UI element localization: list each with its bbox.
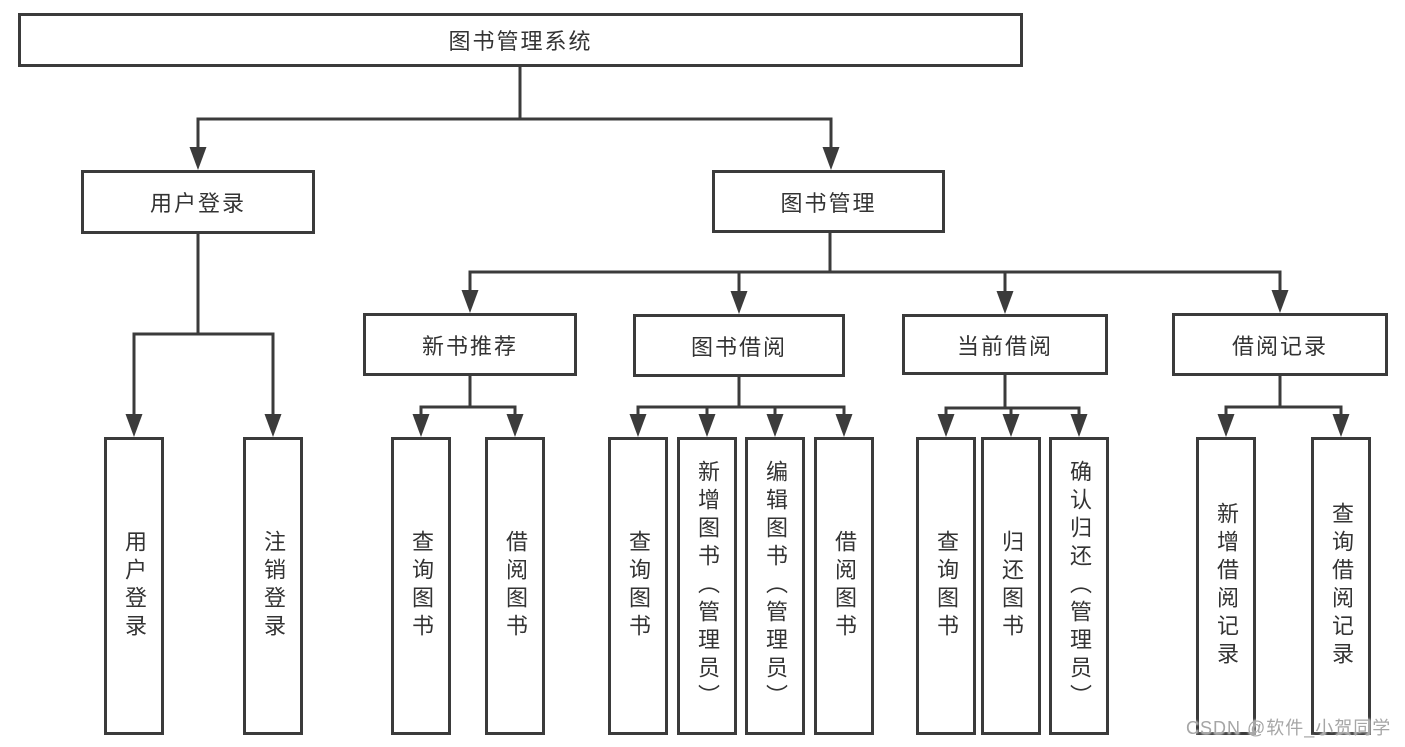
arrowheads-current-borrow — [937, 414, 1088, 437]
node-borrow-records: 借阅记录 — [1172, 313, 1388, 376]
leaf-logout: 注销登录 — [243, 437, 303, 735]
leaf-edit-book-admin: 编辑图书（管理员） — [745, 437, 805, 735]
node-new-book-recommend: 新书推荐 — [363, 313, 577, 376]
leaf-query-books-borrow: 查询图书 — [608, 437, 668, 735]
leaf-user-login: 用户登录 — [104, 437, 164, 735]
node-book-management: 图书管理 — [712, 170, 945, 233]
node-user-login: 用户登录 — [81, 170, 315, 234]
watermark: CSDN @软件_小贺同学 — [1186, 718, 1392, 738]
connector-current-borrow — [944, 375, 1081, 419]
arrowheads-book-mgmt — [461, 290, 1289, 314]
connector-book-borrow — [636, 377, 846, 419]
node-current-borrow: 当前借阅 — [902, 314, 1108, 375]
connector-root — [196, 67, 833, 152]
node-book-borrow-label: 图书借阅 — [690, 334, 787, 360]
leaf-query-books-recommend: 查询图书 — [391, 437, 451, 735]
node-root: 图书管理系统 — [18, 13, 1023, 67]
node-user-login-label: 用户登录 — [149, 191, 246, 216]
leaf-query-books-current: 查询图书 — [916, 437, 976, 735]
leaf-return-book: 归还图书 — [981, 437, 1041, 735]
node-borrow-records-label: 借阅记录 — [1231, 333, 1328, 359]
node-new-book-recommend-label: 新书推荐 — [421, 333, 518, 359]
arrowheads-root — [189, 147, 840, 170]
node-book-borrow: 图书借阅 — [633, 314, 845, 377]
arrowheads-book-borrow — [629, 414, 853, 437]
arrowheads-new-book — [412, 414, 524, 437]
node-current-borrow-label: 当前借阅 — [956, 333, 1053, 359]
connector-new-book — [419, 376, 517, 419]
node-root-label: 图书管理系统 — [448, 29, 593, 54]
leaf-add-book-admin: 新增图书（管理员） — [677, 437, 737, 735]
leaf-query-borrow-record: 查询借阅记录 — [1311, 437, 1371, 735]
leaf-add-borrow-record: 新增借阅记录 — [1196, 437, 1256, 735]
leaf-borrow-books-recommend: 借阅图书 — [485, 437, 545, 735]
arrowheads-borrow-records — [1217, 414, 1350, 437]
leaf-confirm-return-admin: 确认归还（管理员） — [1049, 437, 1109, 735]
connector-book-mgmt — [468, 233, 1282, 295]
connector-borrow-records — [1224, 376, 1343, 419]
arrowheads-user-login — [125, 414, 282, 437]
leaf-borrow-books: 借阅图书 — [814, 437, 874, 735]
node-book-management-label: 图书管理 — [780, 190, 877, 216]
connector-user-login — [132, 234, 275, 419]
